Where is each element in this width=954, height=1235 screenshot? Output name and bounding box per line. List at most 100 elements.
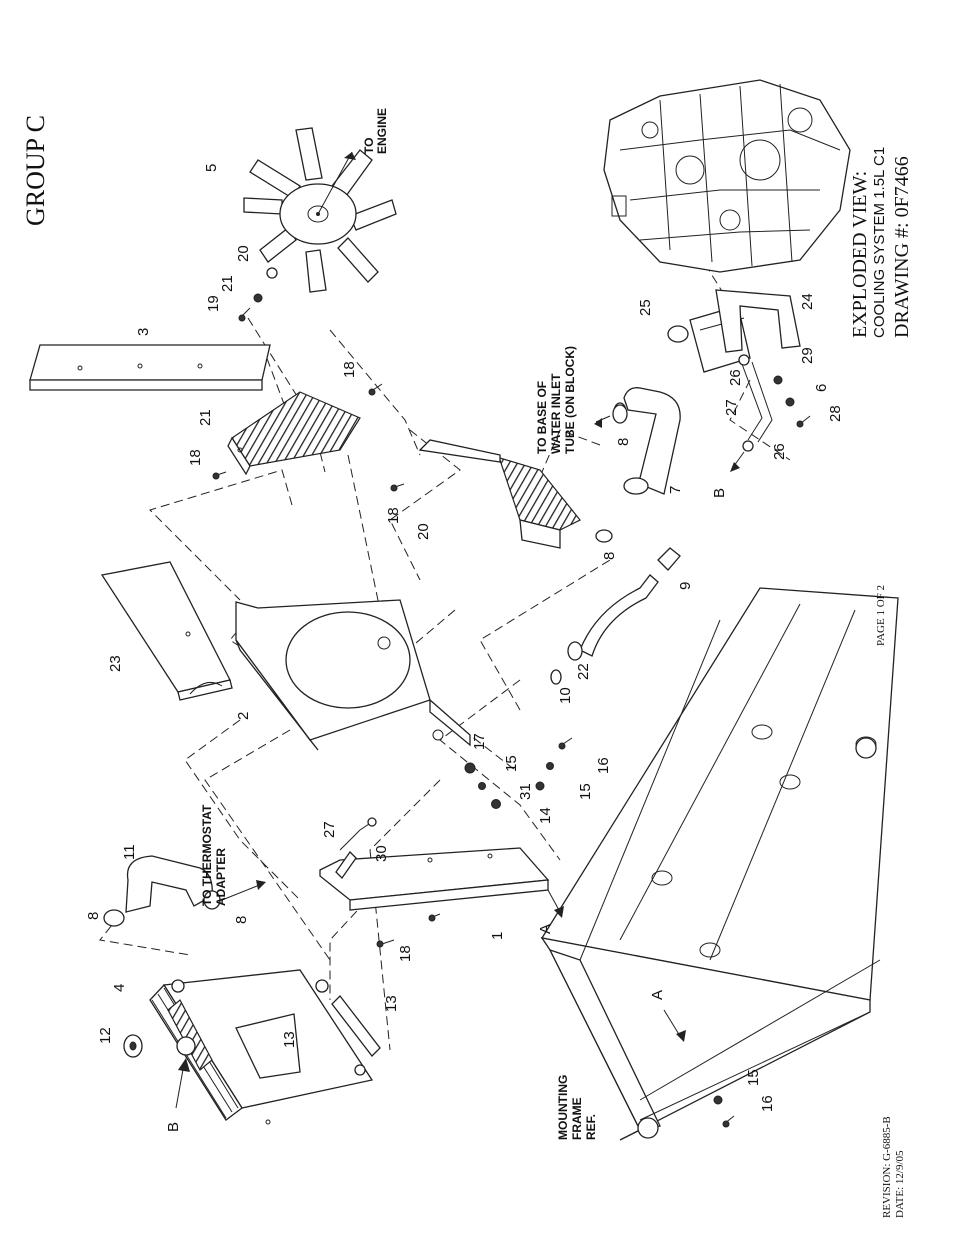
note-mounting-frame-line3: REF. <box>584 1114 598 1140</box>
screw-18c <box>390 483 405 492</box>
arrow-A-frame <box>663 1009 686 1042</box>
callout-25: 25 <box>637 299 654 316</box>
note-mounting-frame-line1: MOUNTING <box>556 1075 570 1140</box>
title-drawing-number: DRAWING #: 0F7466 <box>891 156 913 338</box>
callout-29: 29 <box>799 347 816 364</box>
callout-11: 11 <box>121 844 138 860</box>
callout-24: 24 <box>799 293 816 310</box>
arrow-B-lower <box>175 1058 190 1109</box>
callout-19: 19 <box>205 295 222 312</box>
bracket-30-and-hose-27 <box>335 817 377 880</box>
callout-6: 6 <box>813 384 830 392</box>
callout-1: 1 <box>489 932 506 940</box>
callout-17: 17 <box>471 733 488 750</box>
note-water-inlet-line2: WATER INLET <box>549 373 563 454</box>
callout-8: 8 <box>601 552 618 560</box>
revision-text: REVISION: G-6885-B <box>881 1116 893 1218</box>
callout-27: 27 <box>321 821 338 838</box>
callout-4: 4 <box>111 984 128 992</box>
callout-10: 10 <box>557 687 574 704</box>
note-water-inlet: TO BASE OF WATER INLET TUBE (ON BLOCK) <box>535 346 577 454</box>
revision-block: REVISION: G-6885-B DATE: 12/9/05 <box>881 1116 906 1218</box>
callout-27: 27 <box>723 399 740 416</box>
screw-18b <box>212 471 227 480</box>
callout-15: 15 <box>577 783 594 800</box>
callout-18: 18 <box>397 945 414 962</box>
bottle-hardware <box>773 375 811 428</box>
callout-B: B <box>165 1122 182 1132</box>
callout-15: 15 <box>745 1069 762 1086</box>
callout-7: 7 <box>667 486 684 494</box>
arrow-A-bracket <box>547 889 564 918</box>
note-water-inlet-line1: TO BASE OF <box>535 381 549 454</box>
callout-16: 16 <box>595 757 612 774</box>
radiator-side-bracket <box>319 847 550 911</box>
left-shroud-grille <box>418 439 581 549</box>
callout-30: 30 <box>373 845 390 862</box>
hose-clamp-8a <box>594 404 628 428</box>
callout-28: 28 <box>827 405 844 422</box>
title-exploded-view: EXPLODED VIEW: <box>849 171 871 338</box>
note-thermostat: TO THERMOSTAT ADAPTER <box>200 804 228 906</box>
fan-hardware <box>238 267 278 322</box>
revision-date: DATE: 12/9/05 <box>894 1150 906 1218</box>
hose-clamp-8b <box>595 529 613 543</box>
callout-16: 16 <box>759 1095 776 1112</box>
engine-reference <box>603 79 851 273</box>
fan-shroud-panel <box>235 599 471 751</box>
radiator-cap-12 <box>123 1034 143 1058</box>
callout-14: 14 <box>537 807 554 824</box>
callout-5: 5 <box>203 164 220 172</box>
fan-blade-assembly <box>243 127 397 293</box>
callout-21: 21 <box>197 409 214 426</box>
callout-18: 18 <box>385 507 402 524</box>
note-mounting-frame-line2: FRAME <box>570 1097 584 1140</box>
callout-B: B <box>711 488 728 498</box>
bottle-bracket <box>715 289 801 353</box>
callout-13: 13 <box>383 995 400 1012</box>
callout-13: 13 <box>281 1031 298 1048</box>
radiator-core <box>149 969 374 1125</box>
radiator-seal-13 <box>331 995 381 1057</box>
callout-23: 23 <box>107 655 124 672</box>
note-to-engine-line1: TO <box>362 138 376 154</box>
callout-21: 21 <box>219 275 236 292</box>
top-cover-panel <box>100 561 233 701</box>
callout-31: 31 <box>517 783 534 800</box>
mounting-hardware-stack <box>464 737 573 809</box>
callout-A: A <box>537 924 554 934</box>
group-heading: GROUP C <box>21 115 50 226</box>
note-mounting-frame: MOUNTING FRAME REF. <box>556 1075 598 1140</box>
right-shroud-grille <box>227 391 361 476</box>
note-to-engine-line2: ENGINE <box>375 108 389 154</box>
frame-hardware <box>713 1095 735 1128</box>
callout-20: 20 <box>235 245 252 262</box>
callout-22: 22 <box>575 663 592 680</box>
callout-15: 15 <box>503 755 520 772</box>
note-thermostat-line1: TO THERMOSTAT <box>200 804 214 906</box>
callout-26: 26 <box>727 369 744 386</box>
drain-hose-assembly <box>550 547 681 685</box>
note-water-inlet-line3: TUBE (ON BLOCK) <box>563 346 577 454</box>
callout-A: A <box>649 990 666 1000</box>
callout-labels: 5 20 21 19 3 18 21 18 25 24 26 29 6 28 2… <box>85 164 844 1132</box>
upper-radiator-hose <box>103 855 266 927</box>
callout-12: 12 <box>97 1027 114 1044</box>
callout-26: 26 <box>771 443 788 460</box>
callout-3: 3 <box>135 328 152 336</box>
screw-18d <box>376 913 441 948</box>
title-block: EXPLODED VIEW: COOLING SYSTEM 1.5L C1 DR… <box>849 147 913 338</box>
title-cooling-system: COOLING SYSTEM 1.5L C1 <box>871 147 888 338</box>
screw-18a <box>368 383 383 396</box>
top-support-bracket <box>29 344 271 391</box>
callout-9: 9 <box>677 582 694 590</box>
callout-8: 8 <box>233 916 250 924</box>
callout-8: 8 <box>615 438 632 446</box>
page-number: PAGE 1 OF 2 <box>875 585 887 646</box>
callout-20: 20 <box>415 523 432 540</box>
callout-8: 8 <box>85 912 102 920</box>
callout-2: 2 <box>235 712 252 720</box>
callout-18: 18 <box>341 361 358 378</box>
